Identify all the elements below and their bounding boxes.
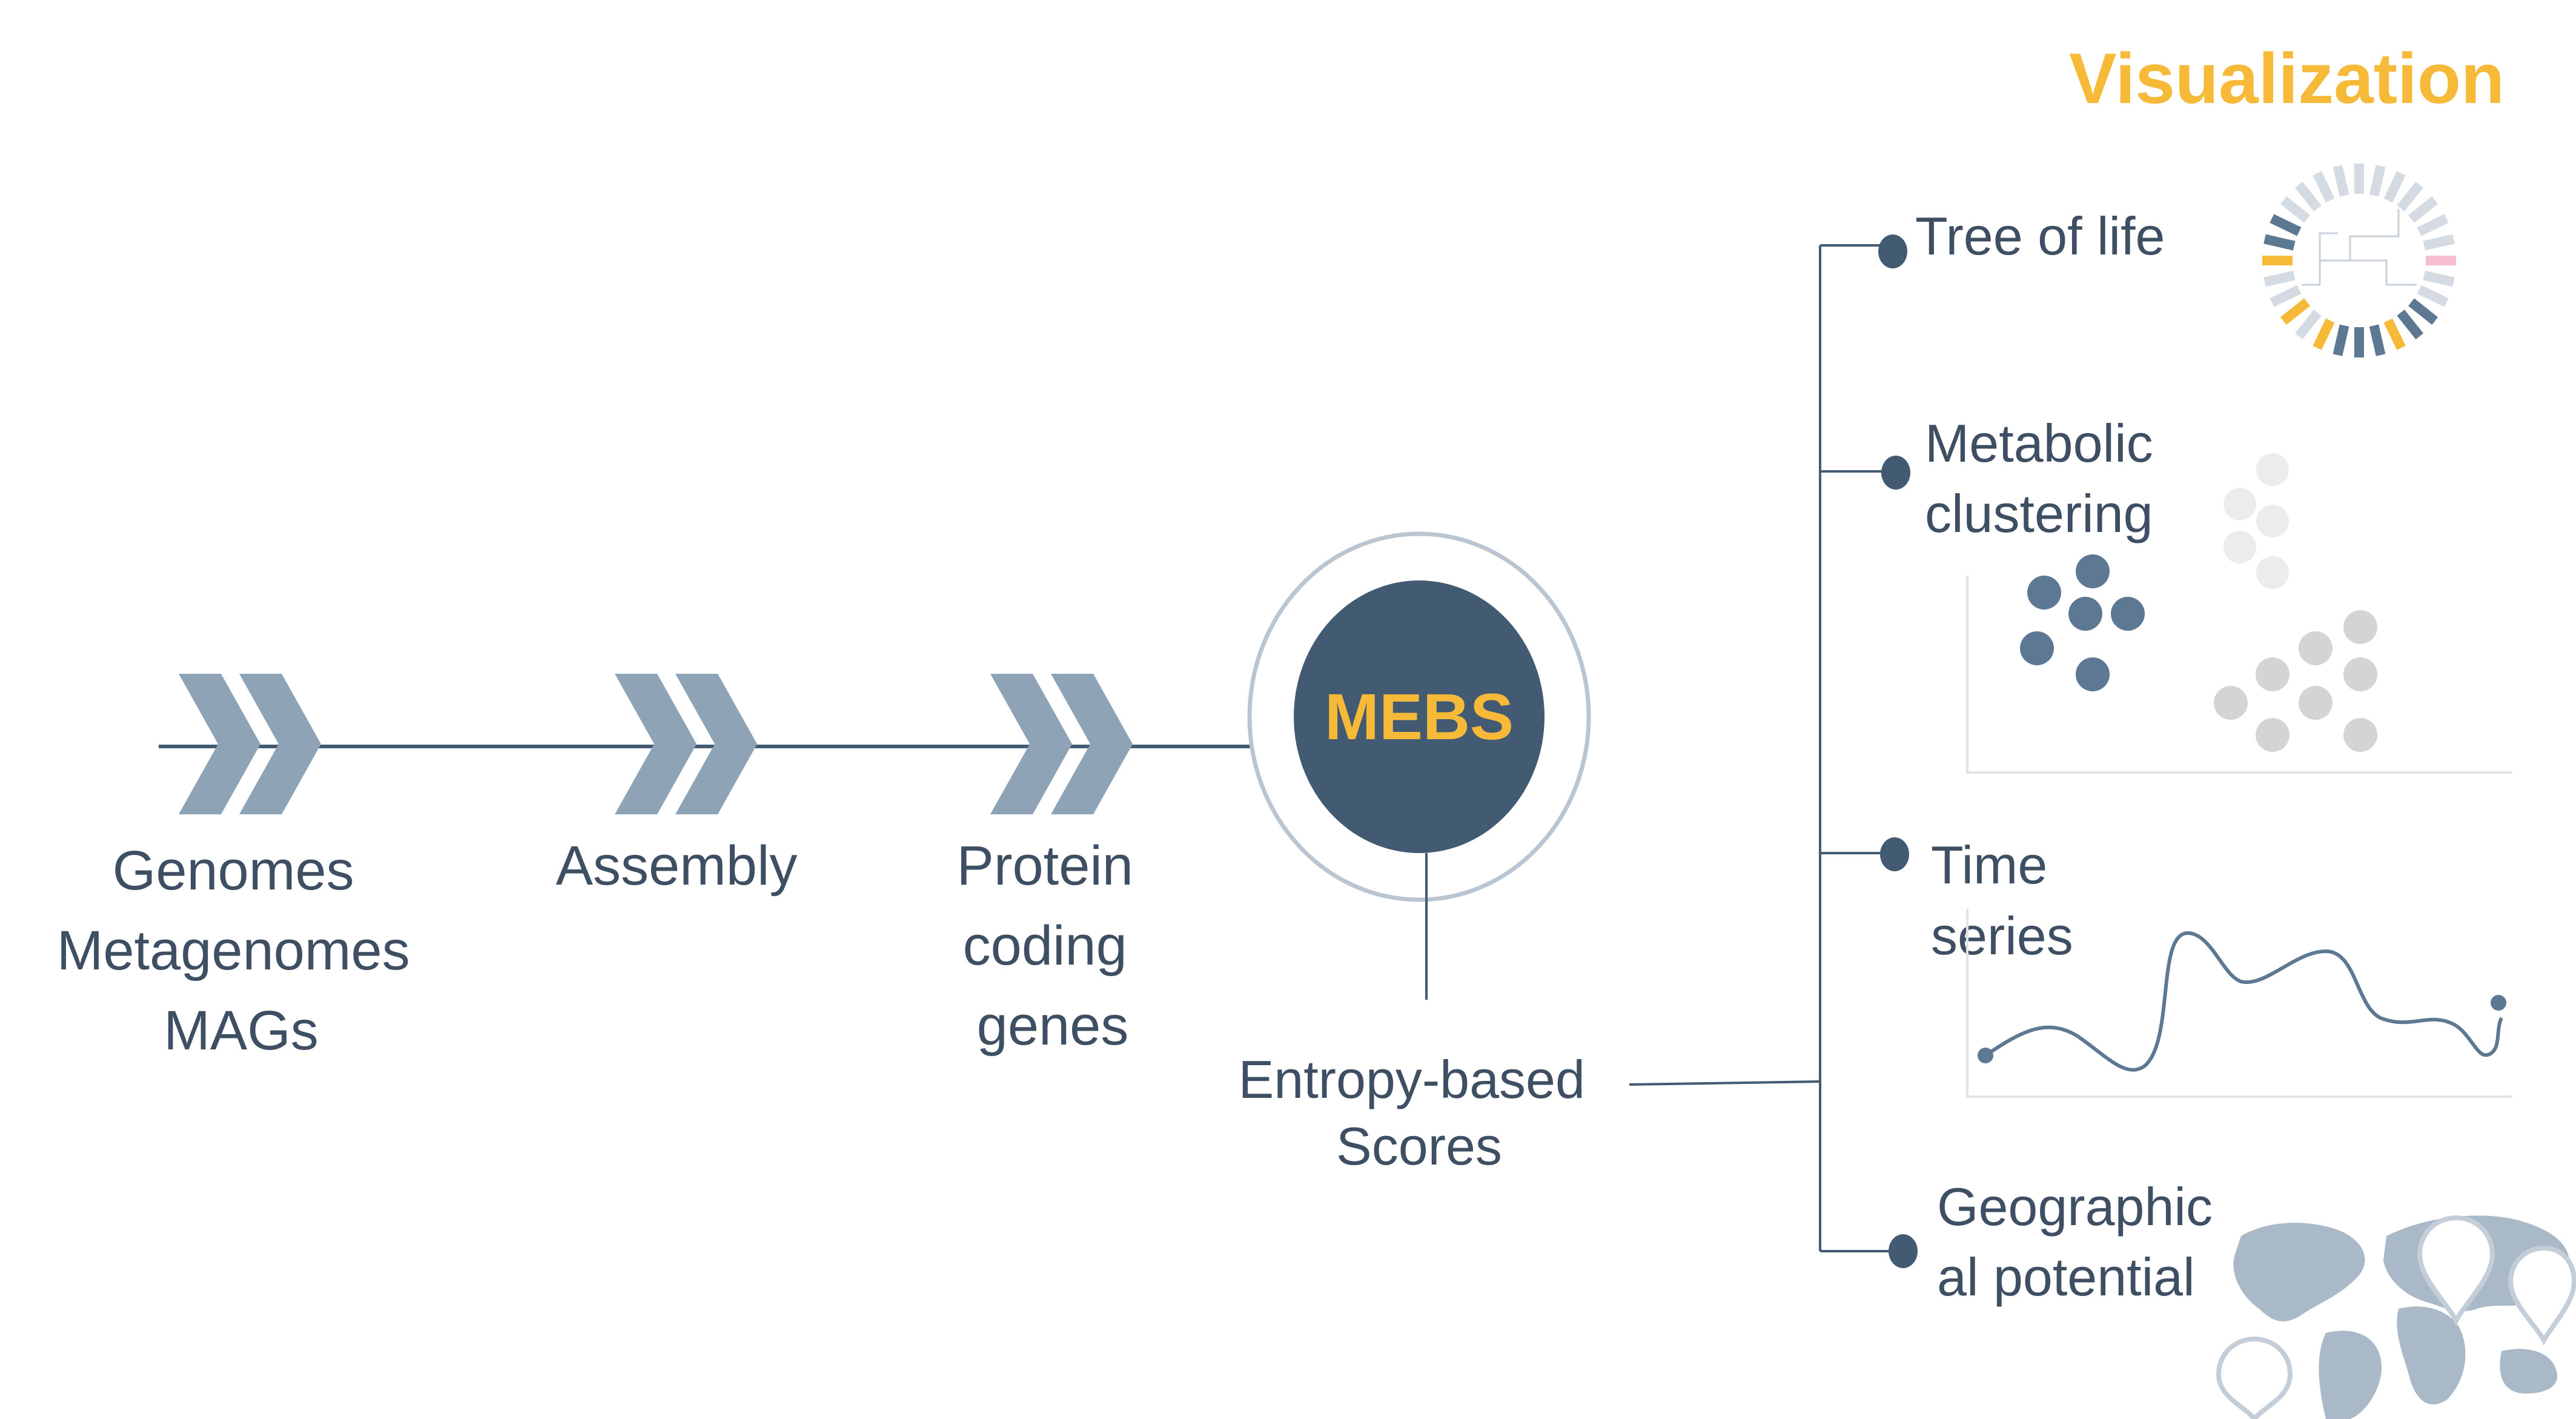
tree-spoke (2263, 270, 2296, 287)
branch-label-time-series: Time series (1931, 835, 2073, 966)
branch-dot (1878, 234, 1918, 1268)
pipeline-label-assembly: Assembly (556, 835, 798, 897)
branch-label-geographic-potential: Geographic al potential (1937, 1177, 2227, 1307)
tree-spoke (2423, 234, 2455, 251)
double-chevron-icon (179, 674, 321, 814)
visualization-title: Visualization (2069, 39, 2505, 119)
mebs-label: MEBS (1325, 680, 1514, 753)
branch-label-tree-of-life: Tree of life (1915, 206, 2165, 266)
tree-spoke (2417, 285, 2449, 307)
tree-spoke (2383, 318, 2406, 350)
tree-spoke (2423, 270, 2455, 287)
line-series-icon (1966, 909, 2512, 1098)
tree-spoke (2280, 298, 2310, 325)
tree-spoke (2417, 214, 2449, 236)
tree-spoke (2270, 285, 2302, 307)
pipeline-label-genomes: Genomes Metagenomes MAGs (57, 840, 426, 1062)
scores-label: Entropy-based Scores (1239, 1049, 1600, 1176)
tree-spoke (2294, 181, 2322, 211)
tree-spoke (2369, 165, 2386, 197)
tree-spoke (2294, 310, 2322, 340)
tree-spoke (2280, 196, 2310, 223)
map-pin-icon (2216, 1215, 2576, 1419)
pipeline-label-protein-coding-genes: Protein coding genes (956, 835, 1148, 1057)
mebs-node[interactable] (1294, 580, 1545, 853)
branch-label-metabolic-clustering: Metabolic clustering (1925, 413, 2168, 543)
double-chevron-icon (615, 674, 757, 814)
tree-spoke (2397, 310, 2424, 340)
tree-spoke (2270, 214, 2302, 236)
tree-spoke (2397, 181, 2424, 211)
cluster-scatter-icon (1966, 453, 2512, 774)
circular-tree-icon (2262, 164, 2456, 357)
tree-spoke (2383, 171, 2406, 203)
branch-connector (1629, 244, 1902, 1252)
tree-spoke (2263, 234, 2296, 251)
tree-spoke (2313, 171, 2335, 203)
tree-spoke (2333, 165, 2349, 197)
double-chevron-icon (990, 674, 1133, 814)
tree-spoke (2313, 318, 2335, 350)
tree-spoke (2408, 298, 2439, 325)
tree-spoke (2408, 196, 2439, 223)
tree-spoke (2333, 324, 2349, 356)
tree-spoke (2369, 324, 2386, 356)
